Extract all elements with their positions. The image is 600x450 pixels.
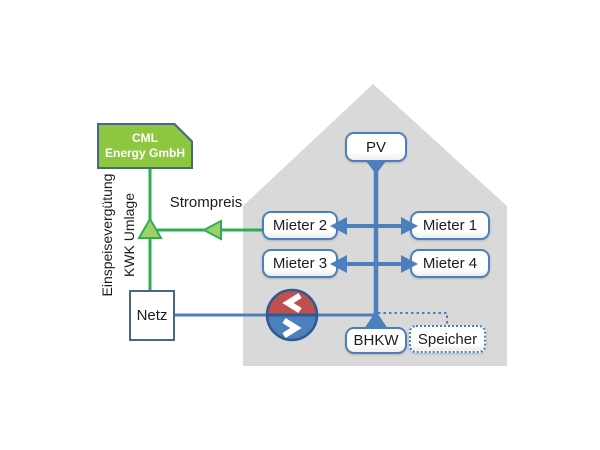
- kwk-umlage-label: KWK Umlage: [121, 192, 137, 278]
- cml-line1: CML: [132, 131, 158, 145]
- einspeiseverguetung-label: Einspeisevergütung: [99, 173, 115, 297]
- mieter4-box: Mieter 4: [410, 249, 490, 278]
- mieter4-label: Mieter 4: [422, 255, 478, 272]
- mieter2-box: Mieter 2: [262, 211, 338, 240]
- strompreis-label: Strompreis: [169, 194, 243, 211]
- pv-label: PV: [365, 138, 386, 156]
- einspeise-kwk-label: Einspeisevergütung KWK Umlage: [96, 168, 142, 302]
- speicher-label: Speicher: [417, 330, 478, 348]
- cml-energy-box: CML Energy GmbH: [97, 123, 193, 169]
- mieter1-label: Mieter 1: [422, 217, 478, 234]
- mieter1-box: Mieter 1: [410, 211, 490, 240]
- netz-box: Netz: [129, 290, 175, 341]
- netz-label: Netz: [136, 307, 168, 324]
- pv-box: PV: [345, 132, 407, 162]
- cml-energy-label: CML Energy GmbH: [99, 125, 191, 167]
- bhkw-label: BHKW: [353, 332, 399, 349]
- mieter3-box: Mieter 3: [262, 249, 338, 278]
- mieter2-label: Mieter 2: [272, 217, 328, 234]
- mieter3-label: Mieter 3: [272, 255, 328, 272]
- speicher-box: Speicher: [409, 325, 486, 353]
- bhkw-box: BHKW: [345, 327, 407, 354]
- cml-line2: Energy GmbH: [104, 146, 185, 160]
